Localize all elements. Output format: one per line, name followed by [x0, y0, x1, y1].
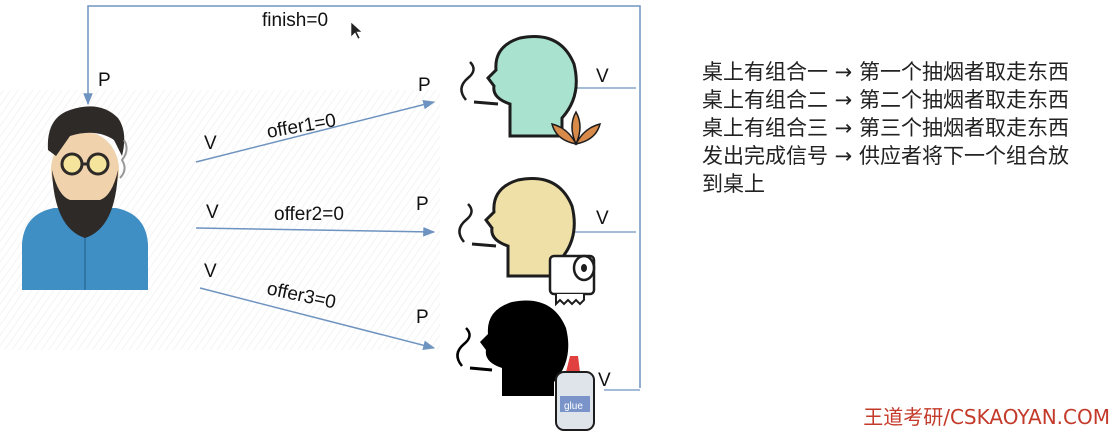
watermark: 王道考研/CSKAOYAN.COM	[863, 405, 1110, 429]
offer3-arrow	[199, 287, 436, 350]
offer2-label: offer2=0	[274, 204, 344, 225]
cursor-icon	[350, 21, 363, 40]
finish-label: finish=0	[262, 10, 328, 31]
smoker1-icon	[460, 35, 602, 146]
v-label-smoker2: V	[596, 208, 609, 229]
supplier-icon	[22, 106, 148, 290]
smoker3-icon: glue	[456, 300, 595, 431]
offer2-arrow	[195, 227, 436, 237]
smoker2-icon	[458, 177, 596, 307]
rule-item: 桌上有组合一 → 第一个抽烟者取走东西	[702, 60, 1069, 84]
rule-item: 桌上有组合二 → 第二个抽烟者取走东西	[702, 88, 1069, 112]
v-label-offer2: V	[206, 202, 219, 223]
finish-arrow	[83, 5, 641, 388]
v-label-offer3: V	[204, 261, 217, 282]
rules-list: 桌上有组合一 → 第一个抽烟者取走东西 桌上有组合二 → 第二个抽烟者取走东西 …	[702, 58, 1118, 198]
v-label-offer1: V	[204, 133, 217, 154]
v-label-smoker3: V	[598, 370, 611, 391]
p-label-smoker2: P	[416, 194, 429, 215]
p-label-smoker3: P	[416, 307, 429, 328]
glue-label: glue	[564, 401, 583, 412]
p-label-smoker1: P	[418, 75, 431, 96]
rule-item: 到桌上	[702, 172, 765, 196]
rule-item: 发出完成信号 → 供应者将下一个组合放	[702, 144, 1069, 168]
p-label-supplier: P	[98, 70, 111, 91]
rule-item: 桌上有组合三 → 第三个抽烟者取走东西	[702, 116, 1069, 140]
offer1-arrow	[195, 99, 436, 163]
v-label-smoker1: V	[596, 66, 609, 87]
